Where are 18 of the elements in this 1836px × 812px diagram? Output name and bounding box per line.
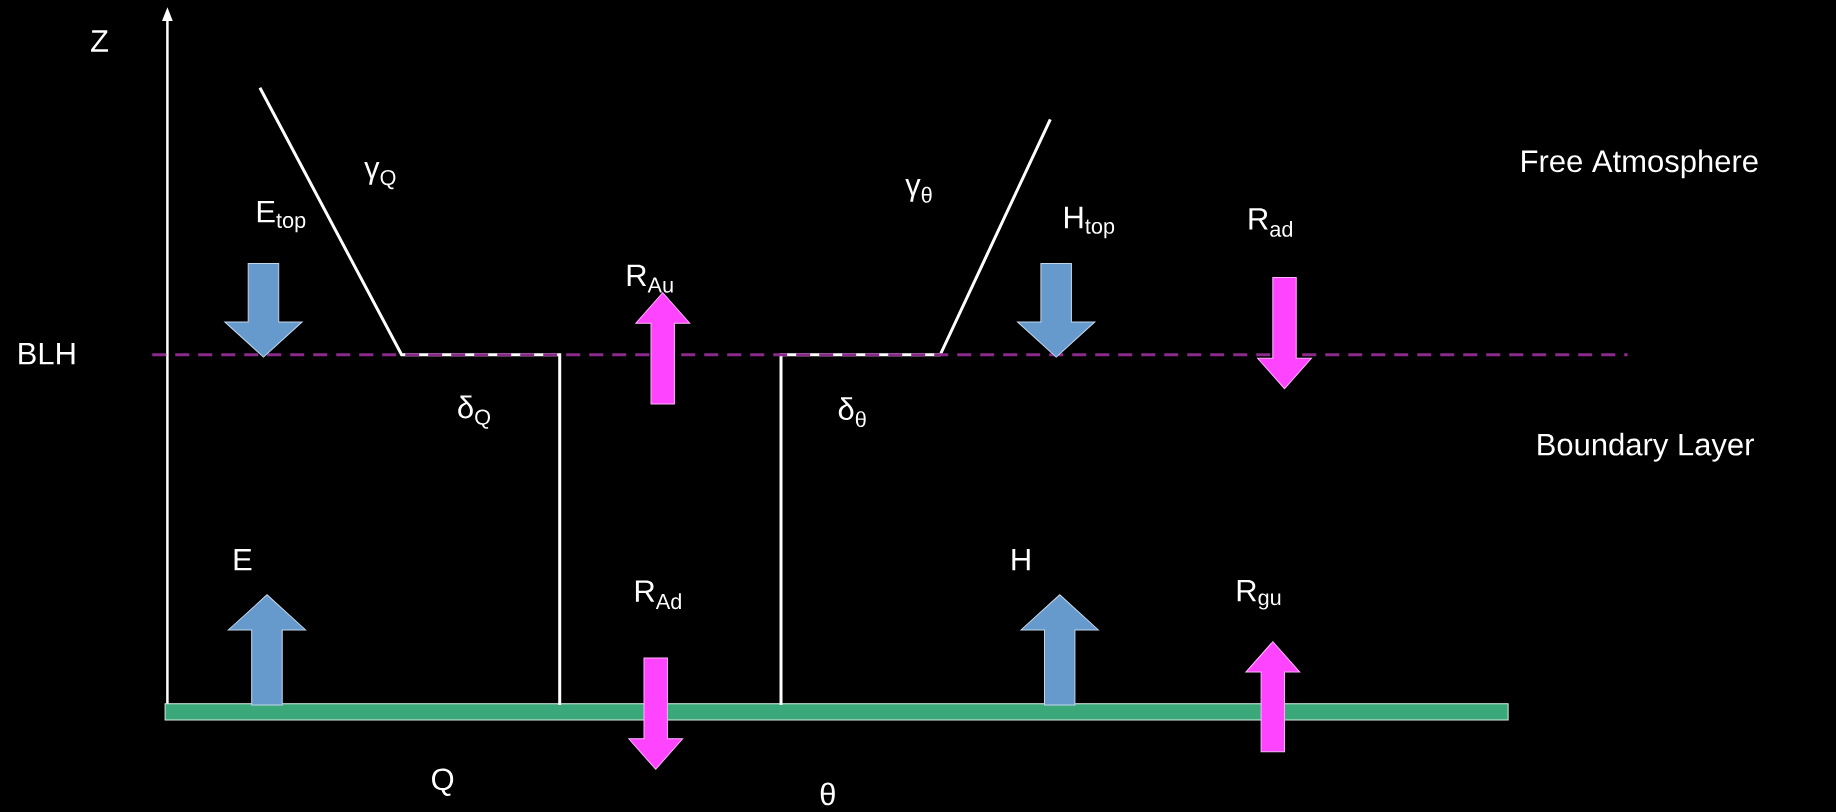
- jump-label: δ$_{θ}$: [838, 397, 866, 428]
- flux-label: E$_{top}$: [257, 200, 306, 233]
- flux-label: E: [234, 549, 252, 571]
- flux-label: H$_{top}$: [1065, 206, 1115, 239]
- layer-label: Free Atmosphere: [1522, 149, 1758, 179]
- axis-label: Q: [432, 768, 454, 796]
- jump-label: δ$_{Q}$: [458, 395, 490, 429]
- flux-label: R$_{Au}$: [627, 264, 673, 293]
- axis-label: BLH: [19, 342, 75, 365]
- flux-label: R$_{gu}$: [1237, 580, 1281, 610]
- axis-label: Z: [91, 30, 108, 52]
- gradient-label: γ$_{Q}$: [364, 162, 396, 190]
- flux-label: R$_{Ad}$: [635, 580, 681, 610]
- gradient-label: γ$_{θ}$: [905, 179, 932, 203]
- flux-label: R$_{ad}$: [1249, 208, 1293, 237]
- layer-label: Boundary Layer: [1538, 432, 1754, 462]
- flux-label: H: [1012, 549, 1030, 571]
- axis-label: θ: [820, 782, 835, 806]
